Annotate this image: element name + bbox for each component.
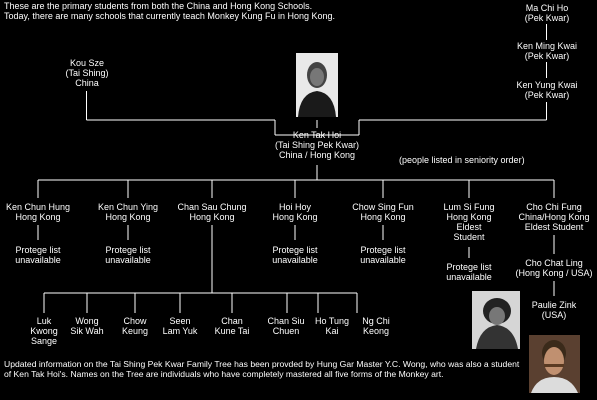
person-location: China / Hong Kong <box>278 150 356 160</box>
protege-unavailable: Protege list unavailable <box>105 245 151 265</box>
person-name: Ken Chun Hung <box>5 202 71 212</box>
paulie-zink-node: Paulie Zink (USA) <box>520 300 588 320</box>
chan-student-ng-chi-keong: Ng Chi Keong <box>362 316 390 336</box>
ken-tak-hoi-node: Ken Tak Hoi (Tai Shing Pek Kwar) China /… <box>262 130 372 160</box>
person-style: (Pek Kwar) <box>524 51 570 61</box>
person-style: (Pek Kwar) <box>524 13 570 23</box>
lineage-ma-chi-ho: Ma Chi Ho (Pek Kwar) <box>512 3 582 23</box>
student-chan-sau-chung: Chan Sau Chung Hong Kong <box>170 202 254 222</box>
protege-unavailable: Protege list unavailable <box>272 245 318 265</box>
person-rank: Eldest <box>456 222 482 232</box>
intro-line-2: Today, there are many schools that curre… <box>4 11 336 21</box>
student-chow-sing-fun: Chow Sing Fun Hong Kong <box>343 202 423 222</box>
person-name: Ken Chun Ying <box>97 202 159 212</box>
cho-chat-ling-node: Cho Chat Ling (Hong Kong / USA) <box>506 258 597 278</box>
person-location: Hong Kong <box>189 212 235 222</box>
person-name: Chow Sing Fun <box>352 202 414 212</box>
chan-student-chan-siu-chuen: Chan Siu Chuen <box>267 316 305 336</box>
chan-student-chow-keung: Chow Keung <box>121 316 149 336</box>
person-location: Hong Kong <box>15 212 61 222</box>
person-location: Hong Kong <box>272 212 318 222</box>
person-name: Hoi Hoy <box>278 202 311 212</box>
student-lum-si-fung: Lum Si Fung Hong Kong Eldest Student <box>436 202 502 242</box>
person-style: (Pek Kwar) <box>524 90 570 100</box>
cho-chi-fung-photo <box>472 291 520 349</box>
kou-sze-node: Kou Sze (Tai Shing) China <box>56 58 118 88</box>
chan-student-luk-kwong-sange: Luk Kwong Sange <box>30 316 58 346</box>
person-location: Hong Kong <box>446 212 492 222</box>
protege-unavailable: Protege list unavailable <box>446 262 492 282</box>
person-rank: Eldest Student <box>524 222 584 232</box>
seniority-note: (people listed in seniority order) <box>399 155 525 165</box>
portrait-icon <box>296 53 338 117</box>
person-name: Kou Sze <box>69 58 105 68</box>
person-style: (Tai Shing) <box>65 68 109 78</box>
student-ken-chun-hung: Ken Chun Hung Hong Kong <box>0 202 76 222</box>
person-style: (Tai Shing Pek Kwar) <box>274 140 360 150</box>
paulie-zink-photo <box>529 335 580 393</box>
student-ken-chun-ying: Ken Chun Ying Hong Kong <box>88 202 168 222</box>
intro-line-1: These are the primary students from both… <box>4 1 313 11</box>
intro-text: These are the primary students from both… <box>4 1 335 21</box>
person-location: (USA) <box>541 310 567 320</box>
person-name: Ken Tak Hoi <box>292 130 342 140</box>
portrait-icon <box>472 291 520 349</box>
person-name: Ma Chi Ho <box>525 3 569 13</box>
person-location: Hong Kong <box>105 212 151 222</box>
chan-student-wong-sik-wah: Wong Sik Wah <box>70 316 104 336</box>
person-location: China <box>75 78 99 88</box>
student-cho-chi-fung: Cho Chi Fung China/Hong Kong Eldest Stud… <box>512 202 596 232</box>
person-name: Chan Sau Chung <box>177 202 247 212</box>
person-location: Hong Kong <box>360 212 406 222</box>
person-rank-2: Student <box>453 232 485 242</box>
person-name: Cho Chi Fung <box>526 202 582 212</box>
student-hoi-hoy: Hoi Hoy Hong Kong <box>262 202 328 222</box>
person-name: Ken Ming Kwai <box>516 41 578 51</box>
lineage-ken-yung-kwai: Ken Yung Kwai (Pek Kwar) <box>508 80 586 100</box>
person-name: Cho Chat Ling <box>525 258 583 268</box>
chan-student-chan-kune-tai: Chan Kune Tai <box>214 316 250 336</box>
person-location: (Hong Kong / USA) <box>515 268 593 278</box>
chan-student-seen-lam-yuk: Seen Lam Yuk <box>162 316 198 336</box>
chan-student-ho-tung-kai: Ho Tung Kai <box>314 316 350 336</box>
person-name: Lum Si Fung <box>443 202 495 212</box>
ken-tak-hoi-photo <box>296 53 338 117</box>
person-name: Paulie Zink <box>531 300 577 310</box>
protege-unavailable: Protege list unavailable <box>360 245 406 265</box>
lineage-ken-ming-kwai: Ken Ming Kwai (Pek Kwar) <box>508 41 586 61</box>
portrait-icon <box>529 335 580 393</box>
person-location: China/Hong Kong <box>518 212 590 222</box>
person-name: Ken Yung Kwai <box>516 80 578 90</box>
footer-note: Updated information on the Tai Shing Pek… <box>4 359 520 379</box>
protege-unavailable: Protege list unavailable <box>15 245 61 265</box>
